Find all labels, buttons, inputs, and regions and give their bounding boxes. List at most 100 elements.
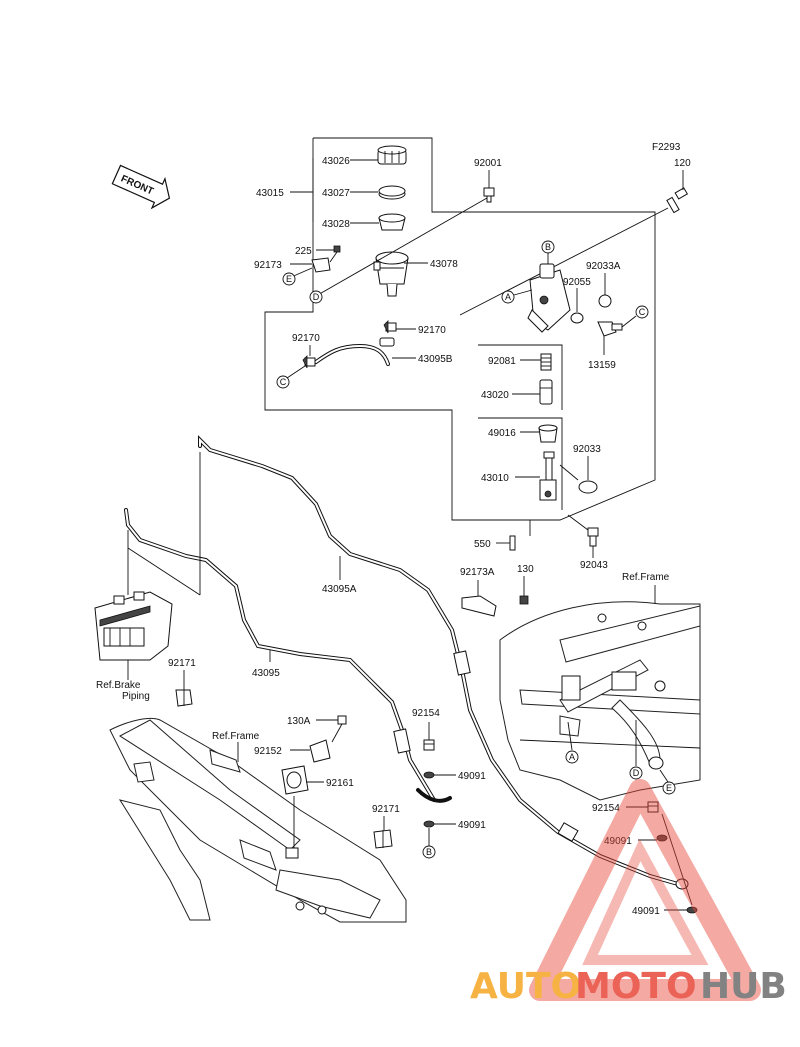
ref-frame-left: Ref.Frame	[212, 731, 260, 742]
label-92173: 92173	[254, 260, 282, 271]
spring-92081	[540, 353, 552, 371]
callout-E-frame	[662, 781, 676, 795]
banjo-fitting-right	[675, 878, 689, 890]
svg-text:B: B	[426, 847, 432, 857]
bolt-225	[329, 245, 341, 263]
label-92033: 92033	[573, 444, 601, 455]
label-43026: 43026	[322, 156, 350, 167]
label-92055: 92055	[563, 277, 591, 288]
diagram-code: F2293	[652, 142, 681, 153]
svg-text:C: C	[639, 307, 646, 317]
label-43095A: 43095A	[322, 584, 357, 595]
bolt-130	[519, 595, 529, 605]
label-92152: 92152	[254, 746, 282, 757]
fitting-13159	[597, 321, 623, 337]
washer-49091-b	[423, 820, 435, 828]
reservoir-cap	[377, 145, 407, 165]
callout-B-lower	[422, 845, 436, 859]
label-225: 225	[295, 246, 312, 257]
washer-49091-a	[423, 771, 435, 779]
label-92081: 92081	[488, 356, 516, 367]
callout-A-frame	[565, 750, 579, 764]
svg-text:D: D	[313, 292, 320, 302]
label-92171-lower: 92171	[372, 804, 400, 815]
clip-92171-lower	[373, 829, 393, 849]
svg-text:B: B	[545, 242, 551, 252]
label-43095B: 43095B	[418, 354, 453, 365]
ref-frame-right: Ref.Frame	[622, 572, 670, 583]
frame-mount-ring	[648, 756, 664, 770]
frame-right	[499, 601, 701, 801]
oring-92033A	[598, 294, 612, 308]
watermark-hub: HUB	[700, 966, 787, 1007]
ref-brake-piping-1: Ref.Brake	[96, 680, 141, 691]
label-43027: 43027	[322, 188, 350, 199]
label-130A: 130A	[287, 716, 311, 727]
label-92171-upper: 92171	[168, 658, 196, 669]
reservoir-diaphragm	[378, 213, 406, 231]
front-arrow-icon: FRONT	[111, 164, 171, 210]
master-cylinder-body	[527, 263, 571, 333]
label-13159: 13159	[588, 360, 616, 371]
label-92161: 92161	[326, 778, 354, 789]
callout-D-frame	[629, 766, 643, 780]
callout-D-top	[309, 290, 323, 304]
label-43015: 43015	[256, 188, 284, 199]
nut-92043	[587, 527, 599, 547]
svg-text:E: E	[286, 274, 292, 284]
svg-text:A: A	[505, 292, 511, 302]
clamp-92170-upper	[383, 320, 397, 334]
callout-E-top	[282, 272, 296, 286]
frame-left	[109, 717, 407, 923]
hose-43095B	[314, 337, 395, 366]
label-49091-d: 49091	[632, 906, 660, 917]
automotohub-watermark: AUTO MOTO HUB	[470, 779, 787, 1007]
lower-grommet-left	[285, 847, 299, 859]
label-92033A: 92033A	[586, 261, 621, 272]
label-550: 550	[474, 539, 491, 550]
washer-92055	[570, 312, 584, 324]
bolt-120	[666, 187, 689, 214]
brake-line-43095	[124, 508, 452, 803]
svg-text:D: D	[633, 768, 640, 778]
label-43028: 43028	[322, 219, 350, 230]
plate-92152	[309, 739, 331, 763]
pin-550	[509, 535, 516, 551]
grommet-92161	[281, 765, 309, 795]
bolt-92001	[483, 187, 495, 203]
label-92001: 92001	[474, 158, 502, 169]
callout-C-right	[635, 305, 649, 319]
reservoir-group-outline	[264, 137, 656, 521]
label-92154-left: 92154	[412, 708, 440, 719]
abs-unit	[94, 591, 173, 661]
watermark-auto: AUTO	[470, 966, 581, 1007]
svg-text:E: E	[666, 783, 672, 793]
label-49091-a: 49091	[458, 771, 486, 782]
banjo-bolt-92154-left	[423, 739, 435, 751]
boot-49016	[538, 424, 558, 443]
label-49016: 49016	[488, 428, 516, 439]
label-120: 120	[674, 158, 691, 169]
bracket-92173	[311, 257, 331, 273]
label-43095: 43095	[252, 668, 280, 679]
label-92154-right: 92154	[592, 803, 620, 814]
washer-49091-c	[656, 834, 668, 842]
ref-brake-piping-2: Piping	[122, 691, 150, 702]
brake-line-43095A	[198, 435, 680, 886]
watermark-moto: MOTO	[575, 966, 697, 1007]
label-92173A: 92173A	[460, 567, 495, 578]
clip-92171-upper	[175, 689, 193, 707]
label-43010: 43010	[481, 473, 509, 484]
bracket-92173A	[461, 595, 497, 617]
svg-text:C: C	[280, 377, 287, 387]
reservoir-plate	[378, 185, 406, 200]
label-92170-right: 92170	[418, 325, 446, 336]
reservoir-tank	[373, 251, 409, 297]
label-92170-left: 92170	[292, 333, 320, 344]
label-92043: 92043	[580, 560, 608, 571]
callout-A-top	[501, 290, 515, 304]
svg-text:A: A	[569, 752, 575, 762]
label-130: 130	[517, 564, 534, 575]
circlip-92033	[578, 480, 598, 494]
